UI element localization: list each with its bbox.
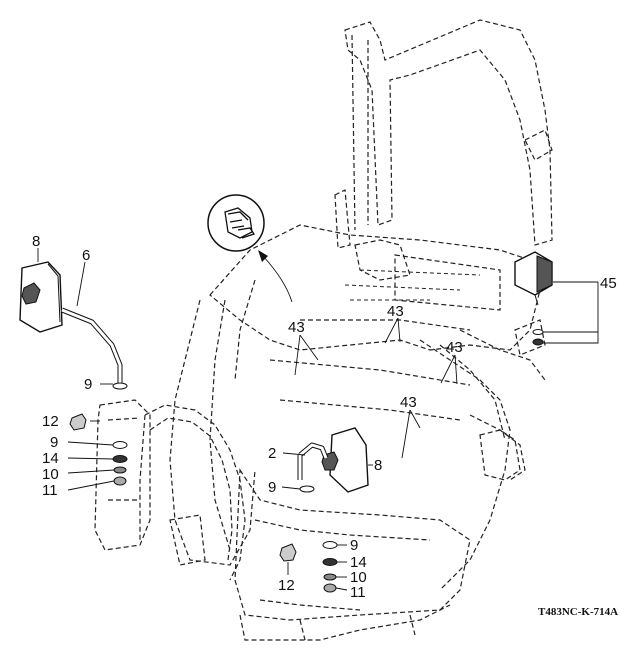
callout-11-left: 11 (42, 482, 58, 499)
left-bracket (94, 399, 206, 566)
leader-lines (37, 248, 599, 591)
fitting-detail-inset (207, 194, 293, 303)
callout-8-left: 8 (32, 233, 40, 250)
floor-step (234, 468, 471, 641)
cab-body (169, 224, 546, 591)
callout-6: 6 (82, 247, 90, 264)
callout-14-right: 14 (350, 554, 367, 571)
callouts: 8 6 9 12 9 14 10 11 43 43 43 43 2 8 9 9 … (32, 233, 617, 601)
left-handrail (139, 404, 246, 581)
right-hardware (279, 485, 338, 593)
drawing-code: T483NC-K-714A (538, 606, 618, 618)
left-hardware (69, 382, 128, 486)
callout-14-left: 14 (42, 450, 59, 467)
callout-10-right: 10 (350, 569, 367, 586)
callout-43-c: 43 (446, 339, 463, 356)
right-bracket (479, 319, 546, 481)
callout-43-b: 43 (387, 303, 404, 320)
callout-9-right-bottom: 9 (350, 537, 358, 554)
callout-2: 2 (268, 445, 276, 462)
callout-9-left-top: 9 (84, 376, 92, 393)
left-mirror (19, 261, 63, 333)
callout-12-right: 12 (278, 577, 295, 594)
callout-43-a: 43 (288, 319, 305, 336)
callout-10-left: 10 (42, 466, 59, 483)
callout-9-left-bottom: 9 (50, 434, 58, 451)
callout-9-right-top: 9 (268, 479, 276, 496)
rops-frame (334, 19, 553, 281)
callout-8-right: 8 (374, 457, 382, 474)
right-mirror-stay (297, 442, 329, 480)
left-mirror-stay (61, 307, 123, 385)
callout-43-d: 43 (400, 394, 417, 411)
callout-11-right: 11 (350, 584, 366, 601)
right-mirror (321, 427, 369, 493)
callout-45: 45 (600, 275, 617, 292)
callout-12-left: 12 (42, 413, 59, 430)
work-light (514, 251, 553, 346)
